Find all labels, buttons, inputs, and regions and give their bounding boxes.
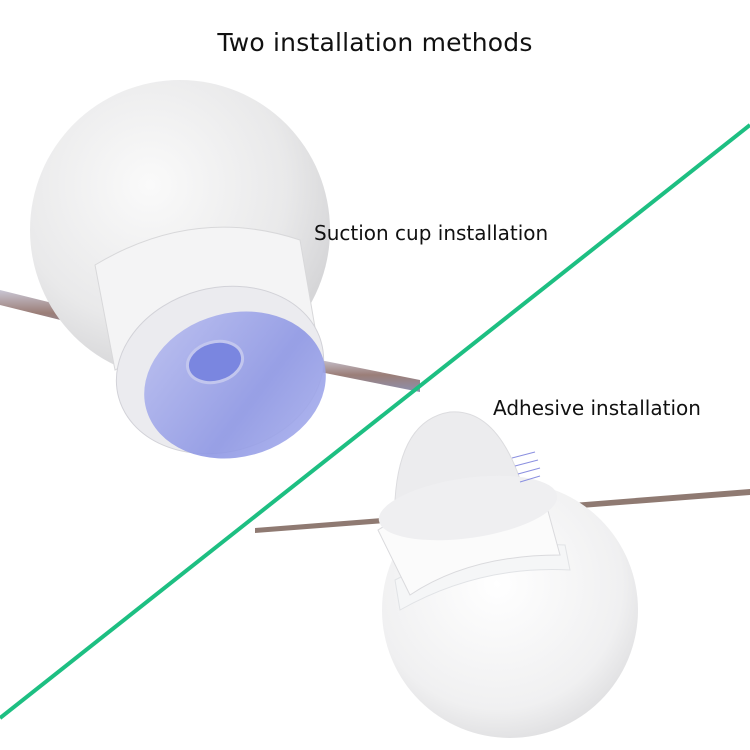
base-top [378, 475, 558, 541]
suction-cup-bulb-illustration [0, 80, 420, 459]
adhesive-bulb-illustration [255, 411, 750, 738]
wire-right [310, 358, 420, 392]
adhesive-stripes [511, 451, 541, 483]
adhesive-label: Adhesive installation [493, 396, 701, 420]
divider-line [0, 123, 750, 720]
suction-cup [144, 311, 326, 459]
suction-cup-center [185, 339, 245, 385]
page-title: Two installation methods [217, 28, 533, 57]
suction-cup-label: Suction cup installation [314, 221, 549, 245]
